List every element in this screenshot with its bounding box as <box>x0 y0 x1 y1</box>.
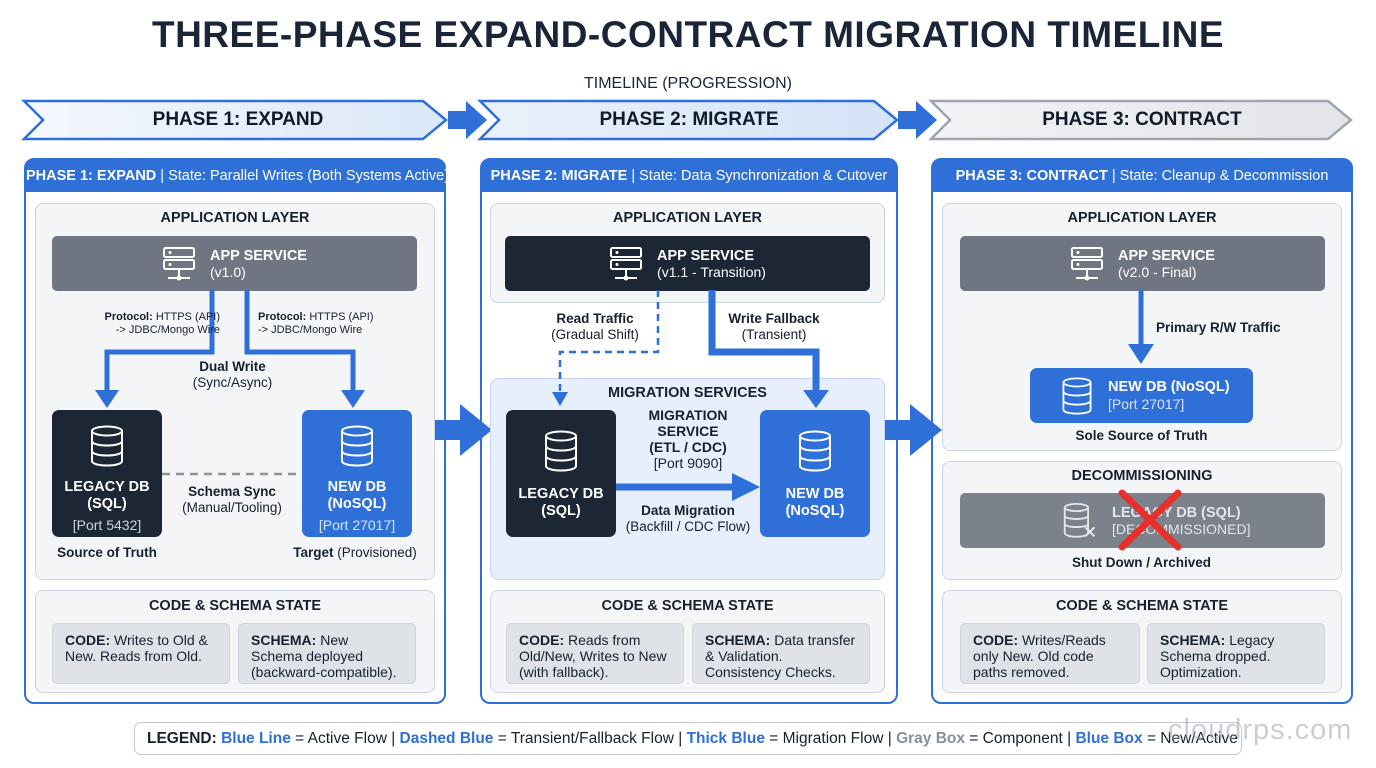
app-service-v2[interactable]: APP SERVICE(v2.0 - Final) <box>960 236 1325 291</box>
layer-title: APPLICATION LAYER <box>1067 210 1217 226</box>
database-icon <box>799 430 831 472</box>
phase-3-header: PHASE 3: CONTRACT | State: Cleanup & Dec… <box>933 160 1351 192</box>
new-db-phase-3[interactable]: NEW DB (NoSQL) [Port 27017] <box>1030 368 1253 423</box>
page-title: THREE-PHASE EXPAND-CONTRACT MIGRATION TI… <box>151 14 1224 55</box>
chevron-label-2: PHASE 2: MIGRATE <box>599 109 779 130</box>
arrow-right-icon <box>884 404 942 456</box>
arrow-right-icon <box>448 101 487 139</box>
code-state-box: CODE: Reads from Old/New, Writes to New … <box>506 623 684 684</box>
timeline-chevrons <box>20 99 1353 141</box>
chevron-phase-2 <box>476 99 899 141</box>
layer-title: CODE & SCHEMA STATE <box>148 598 322 614</box>
phase-transition-arrows <box>434 404 942 456</box>
layer-title: CODE & SCHEMA STATE <box>601 598 774 614</box>
server-icon <box>163 246 195 280</box>
chevron-label-3: PHASE 3: CONTRACT <box>1042 109 1242 130</box>
code-state-box: CODE: Writes/Reads only New. Old code pa… <box>960 623 1140 684</box>
target-label: Target (Provisioned) <box>293 545 417 560</box>
legacy-db-phase-2[interactable]: LEGACY DB (SQL) <box>506 410 616 537</box>
dual-write-label: Dual Write(Sync/Async) <box>192 359 273 390</box>
protocol-label-right: Protocol: HTTPS (API)-> JDBC/Mongo Wire <box>258 311 374 336</box>
layer-title: CODE & SCHEMA STATE <box>1055 598 1229 614</box>
watermark: cloudrps.com <box>1168 714 1353 746</box>
database-icon <box>545 430 577 472</box>
server-icon <box>610 246 643 280</box>
primary-traffic-arrow <box>1128 290 1154 364</box>
schema-state-box: SCHEMA: New Schema deployed (backward-co… <box>238 623 416 684</box>
code-state-box: CODE: Writes to Old & New. Reads from Ol… <box>52 623 230 684</box>
timeline-label: TIMELINE (PROGRESSION) <box>583 75 793 92</box>
arrow-right-icon <box>434 404 492 456</box>
schema-sync-label: Schema Sync(Manual/Tooling) <box>182 484 282 515</box>
server-icon <box>1071 246 1103 280</box>
source-of-truth-label: Source of Truth <box>57 545 157 560</box>
protocol-label-left: Protocol: HTTPS (API)-> JDBC/Mongo Wire <box>104 311 220 336</box>
legacy-db-phase-1[interactable]: LEGACY DB (SQL) [Port 5432] <box>52 410 162 537</box>
database-icon <box>341 425 373 467</box>
schema-state-box: SCHEMA: Data transfer & Validation. Cons… <box>692 623 870 684</box>
arrow-right-icon <box>898 101 937 139</box>
chevron-phase-1 <box>20 99 448 141</box>
legend: LEGEND: Blue Line = Active Flow | Dashed… <box>134 722 1242 755</box>
app-service-v1[interactable]: APP SERVICE(v1.0) <box>52 236 417 291</box>
layer-title: APPLICATION LAYER <box>612 210 763 226</box>
schema-state-box: SCHEMA: Legacy Schema dropped. Optimizat… <box>1147 623 1325 684</box>
layer-title: DECOMMISSIONING <box>1071 468 1213 484</box>
layer-title: APPLICATION LAYER <box>160 210 310 226</box>
chevron-phase-3 <box>927 99 1353 141</box>
phase-1-header: PHASE 1: EXPAND | State: Parallel Writes… <box>26 160 449 192</box>
sole-source-label: Sole Source of Truth <box>1075 428 1208 443</box>
data-migration-label: Data Migration(Backfill / CDC Flow) <box>625 503 751 534</box>
phase-2-header: PHASE 2: MIGRATE | State: Data Synchroni… <box>482 160 896 192</box>
new-db-phase-2[interactable]: NEW DB (NoSQL) <box>760 410 870 537</box>
write-fallback-label: Write Fallback(Transient) <box>728 311 820 342</box>
database-icon <box>91 425 123 467</box>
cross-icon <box>1118 489 1182 551</box>
database-icon <box>1062 376 1092 415</box>
database-removed-icon <box>1063 502 1096 538</box>
shut-down-label: Shut Down / Archived <box>1071 555 1211 570</box>
chevron-label-1: PHASE 1: EXPAND <box>152 109 324 130</box>
schema-sync-dashed-line <box>162 472 302 476</box>
new-db-phase-1[interactable]: NEW DB (NoSQL) [Port 27017] <box>302 410 412 537</box>
read-traffic-label: Read Traffic(Gradual Shift) <box>551 311 639 342</box>
phase-2-flow-arrows <box>552 290 829 408</box>
legacy-db-decommissioned[interactable]: LEGACY DB (SQL) [DECOMMISSIONED] <box>960 493 1325 548</box>
data-migration-arrow <box>616 473 760 501</box>
layer-title: MIGRATION SERVICES <box>608 385 767 401</box>
primary-traffic-label: Primary R/W Traffic <box>1156 320 1281 335</box>
phase-1-flow-arrows <box>95 290 365 408</box>
app-service-v1-1[interactable]: APP SERVICE(v1.1 - Transition) <box>505 236 870 291</box>
